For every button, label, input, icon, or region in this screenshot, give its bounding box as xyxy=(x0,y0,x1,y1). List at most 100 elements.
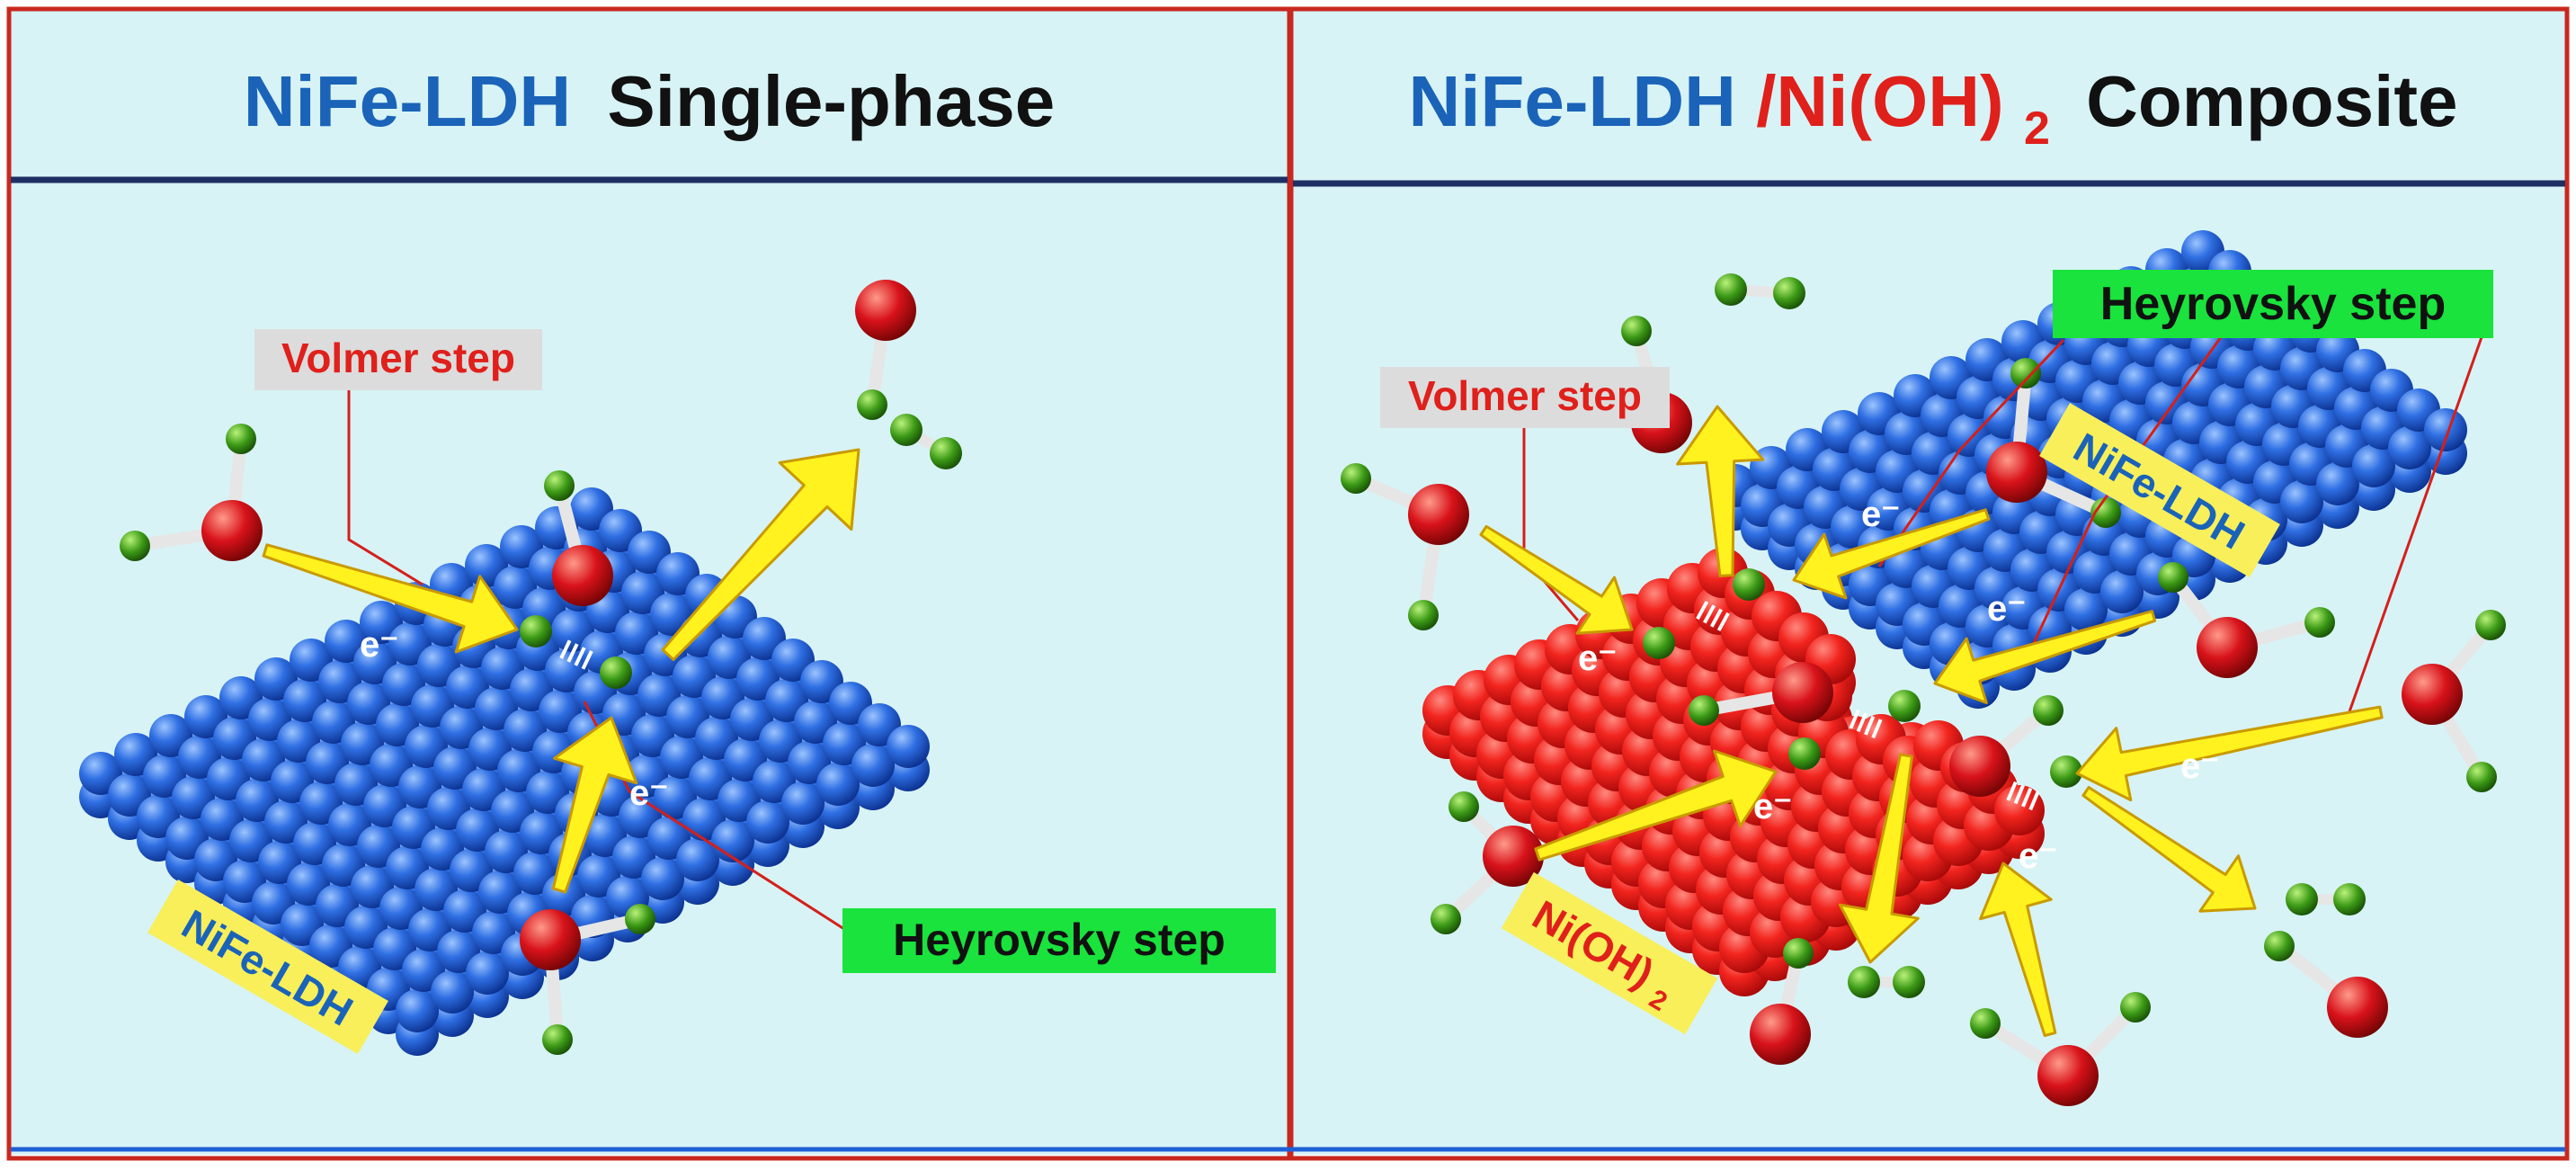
adsorption-mark xyxy=(574,647,586,666)
hydrogen-atom xyxy=(625,904,655,934)
left-heyrovsky-text: Heyrovsky step xyxy=(893,915,1226,965)
hydrogen-atom xyxy=(520,615,552,648)
callout-line xyxy=(2345,336,2483,720)
hydrogen-atom xyxy=(2466,762,2497,792)
ldh-sphere xyxy=(781,781,824,825)
oxygen-atom xyxy=(552,545,613,606)
molecules xyxy=(120,273,2506,1106)
hydrogen-atom xyxy=(930,437,962,469)
ldh-sphere xyxy=(431,970,474,1014)
left-electron-2: e⁻ xyxy=(629,773,668,813)
hydrogen-atom xyxy=(1448,791,1479,822)
hydrogen-atom xyxy=(544,470,575,501)
hydrogen-atom xyxy=(120,531,150,561)
hydrogen-atom xyxy=(1689,695,1719,726)
oxygen-atom xyxy=(1986,442,2047,503)
right-electron-5: e⁻ xyxy=(2019,836,2057,876)
reaction-arrow xyxy=(1534,749,1778,862)
oxygen-atom xyxy=(1408,484,1469,545)
ldh-sphere xyxy=(2352,444,2395,487)
right-title: NiFe-LDH /Ni(OH) 2 Composite xyxy=(1409,61,2458,159)
ldh-sphere xyxy=(746,800,789,844)
callout-line xyxy=(2026,336,2223,657)
reaction-arrow xyxy=(1479,524,1634,635)
oxygen-atom xyxy=(2402,664,2463,725)
hydrogen-atom xyxy=(2264,931,2295,961)
ldh-sphere xyxy=(676,838,719,881)
right-electron-3: e⁻ xyxy=(1578,639,1617,678)
right-electron-6: e⁻ xyxy=(2180,746,2219,786)
adsorption-mark xyxy=(559,639,572,659)
hydrogen-atom xyxy=(542,1024,573,1055)
reaction-arrow xyxy=(661,448,860,661)
oxygen-atom xyxy=(2327,977,2388,1038)
right-electron-2: e⁻ xyxy=(1987,589,2026,629)
left-volmer-label: Volmer step xyxy=(254,329,542,390)
adsorption-mark xyxy=(2013,784,2025,805)
adsorption-mark xyxy=(2021,787,2033,808)
hydrogen-atom xyxy=(1893,966,1925,998)
hydrogen-atom xyxy=(600,656,632,689)
ldh-sphere xyxy=(2388,426,2431,469)
ldh-sphere xyxy=(641,857,684,900)
ldh-sphere xyxy=(851,744,895,787)
hydrogen-atom xyxy=(1408,600,1439,630)
oxygen-atom xyxy=(201,500,263,561)
ldh-sphere xyxy=(816,763,860,806)
oxygen-atom xyxy=(2197,617,2258,678)
left-electron-1: e⁻ xyxy=(360,625,398,665)
ldh-sphere xyxy=(887,725,930,768)
callout-line xyxy=(1877,338,2065,567)
hydrogen-atom xyxy=(1733,568,1765,601)
hydrogen-atom xyxy=(1888,690,1921,722)
ldh-sphere xyxy=(2100,570,2144,613)
reaction-arrow xyxy=(1676,405,1765,577)
hydrogen-atom xyxy=(2120,992,2151,1023)
reaction-arrow xyxy=(1792,508,1991,600)
hydrogen-atom xyxy=(890,414,923,446)
oxygen-atom xyxy=(1772,662,1833,723)
adsorption-mark xyxy=(581,650,593,670)
oxygen-atom xyxy=(2037,1045,2099,1106)
right-electron-1: e⁻ xyxy=(1861,495,1900,534)
hydrogen-atom xyxy=(2010,358,2041,389)
right-volmer-text: Volmer step xyxy=(1408,372,1642,419)
adsorption-mark xyxy=(1871,719,1883,739)
hydrogen-atom xyxy=(1773,277,1805,309)
adsorption-mark xyxy=(1696,600,1709,621)
left-title-phase: Single-phase xyxy=(607,61,1055,141)
hydrogen-atom xyxy=(1783,938,1814,969)
oxygen-atom xyxy=(1949,736,2010,797)
hydrogen-atom xyxy=(1643,627,1675,659)
hydrogen-atom xyxy=(1848,966,1880,998)
nioh2-sphere xyxy=(1994,785,2045,835)
reaction-arrow xyxy=(2075,705,2384,802)
callout-line xyxy=(347,390,423,586)
adsorption-mark xyxy=(2006,781,2018,801)
hydrogen-atom xyxy=(1715,273,1747,306)
hydrogen-atom xyxy=(857,389,887,420)
adsorption-mark xyxy=(566,643,579,663)
ldh-sphere xyxy=(466,951,509,995)
adsorption-mark xyxy=(1849,709,1860,729)
hydrogen-atom xyxy=(1341,463,1371,494)
adsorption-mark xyxy=(1703,604,1716,624)
oxygen-atom xyxy=(1483,826,1544,887)
hydrogen-atom xyxy=(2475,610,2506,640)
adsorption-mark xyxy=(1716,612,1730,632)
reaction-arrow xyxy=(1979,862,2057,1038)
adsorption-mark xyxy=(1709,608,1723,628)
reaction-arrow xyxy=(551,716,638,894)
ldh-sphere xyxy=(2316,462,2359,505)
left-title-material: NiFe-LDH xyxy=(244,61,571,141)
left-heyrovsky-label: Heyrovsky step xyxy=(842,908,1276,973)
left-title: NiFe-LDH Single-phase xyxy=(244,61,1056,141)
hydrogen-atom xyxy=(2033,695,2063,726)
hydrogen-atom xyxy=(2050,755,2082,788)
hydrogen-atom xyxy=(2090,497,2121,528)
ldh-sphere xyxy=(396,989,439,1032)
left-volmer-text: Volmer step xyxy=(281,335,515,381)
ldh-sphere xyxy=(2424,408,2467,451)
